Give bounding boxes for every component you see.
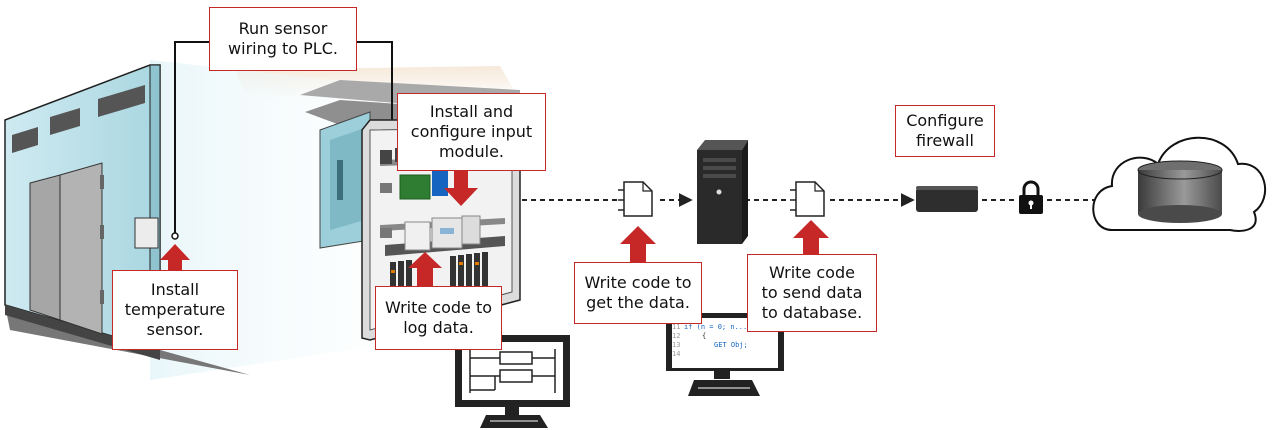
- arrow-up-send: [793, 220, 829, 256]
- temperature-sensor-icon: [134, 217, 159, 249]
- sensor-wiring: [171, 41, 393, 240]
- callout-get-data: Write code to get the data.: [574, 262, 702, 324]
- callout-firewall: Configure firewall: [895, 105, 995, 157]
- cloud-database-icon: [1092, 136, 1267, 232]
- code-line: 14: [672, 350, 681, 358]
- server-tower-icon: [697, 140, 748, 244]
- callout-install-module: Install and configure input module.: [397, 93, 546, 171]
- lock-icon: [1019, 180, 1043, 214]
- arrow-down-module: [444, 168, 478, 206]
- vent-grille: [12, 127, 38, 153]
- plc-cabinet-icon: [361, 119, 521, 341]
- document-icon: [618, 181, 653, 217]
- door-left: [29, 174, 61, 321]
- arrow-up-log: [408, 252, 442, 286]
- code-line: 12{: [672, 332, 707, 340]
- sensor-probe: [171, 232, 179, 240]
- callout-log-data: Write code to log data.: [375, 286, 502, 350]
- background-machine: [319, 111, 371, 249]
- arrow-up-sensor: [160, 244, 190, 272]
- firewall-icon: [916, 186, 978, 212]
- vent-grille: [98, 85, 145, 117]
- callout-send-data: Write code to send data to database.: [747, 254, 877, 332]
- document-icon: [790, 181, 825, 217]
- red-arrows: [160, 168, 829, 286]
- monitor-icon: [455, 335, 570, 428]
- arrow-up-get: [620, 226, 656, 262]
- door-right: [59, 162, 103, 335]
- vent-grille: [50, 108, 80, 135]
- callout-run-wiring: Run sensor wiring to PLC.: [209, 7, 357, 71]
- callout-install-sensor: Install temperature sensor.: [112, 270, 238, 350]
